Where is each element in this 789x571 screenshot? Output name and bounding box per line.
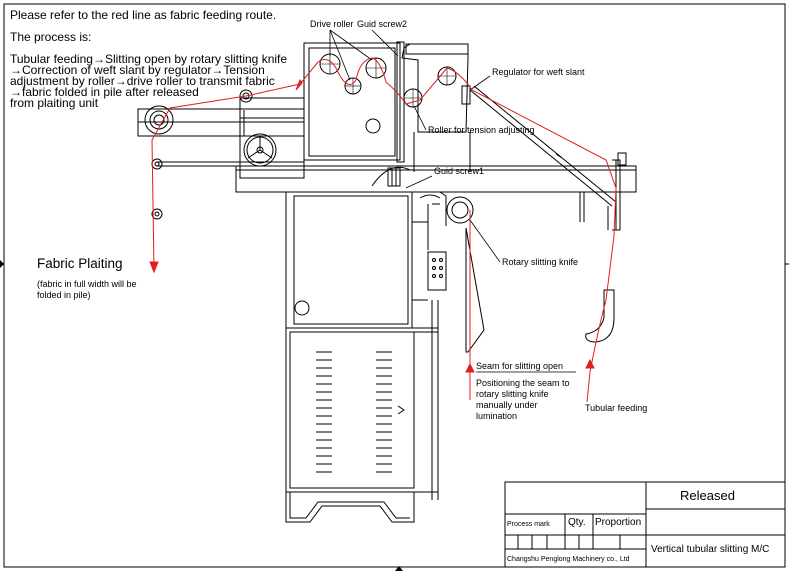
intro-line2: The process is: [10, 30, 92, 44]
title-block-drawing-title: Vertical tubular slitting M/C [651, 544, 770, 555]
label-tension-roller: Roller for tension adjusting [428, 125, 535, 135]
title-block-company: Changshu Penglong Machinery co., Ltd [507, 556, 630, 563]
intro-step-3: adjustment by roller→drive roller to tra… [10, 74, 275, 88]
intro-step-1: Tubular feeding→Slitting open by rotary … [10, 52, 288, 66]
label-guid-screw2: Guid screw2 [357, 19, 408, 29]
sheet-marker-left [0, 260, 4, 268]
lower-body [285, 191, 413, 329]
sheet-marker-bottom [395, 566, 403, 571]
frame-border [3, 3, 786, 568]
intro-step-5: from plaiting unit [10, 96, 99, 110]
guid-screw2-bar [396, 41, 405, 163]
machine-base [285, 492, 415, 523]
cabinet-vents [316, 351, 392, 473]
rotary-slitting-knife [446, 196, 474, 224]
label-regulator: Regulator for weft slant [492, 67, 585, 77]
regulator-housing [401, 43, 469, 133]
intro-line1: Please refer to the red line as fabric f… [10, 8, 277, 22]
title-block-process-mark: Process mark [507, 521, 550, 528]
regulator-arm [469, 85, 617, 207]
title-block-status: Released [680, 488, 735, 503]
tubular-guide-hook [585, 289, 615, 343]
title-block [504, 481, 786, 568]
label-seam: Seam for slitting open [476, 361, 564, 371]
lower-cabinet [285, 327, 439, 493]
guid-screw1 [387, 167, 401, 187]
label-guid-screw1: Guid screw1 [434, 166, 485, 176]
label-plaiting-note: (fabric in full width will be folded in … [37, 279, 137, 300]
main-beam [235, 165, 637, 193]
knife-blade [465, 227, 485, 353]
fabric-route [149, 57, 617, 403]
label-drive-roller: Drive roller [310, 19, 354, 29]
label-seam-note: Positioning the seam to rotary slitting … [476, 378, 570, 421]
title-block-qty: Qty. [568, 517, 586, 528]
plaiting-roller-left [144, 105, 174, 135]
label-fabric-plaiting: Fabric Plaiting [37, 256, 123, 271]
label-tubular-feeding: Tubular feeding [585, 403, 648, 413]
title-block-proportion: Proportion [595, 517, 642, 528]
upper-cabinet [303, 42, 401, 161]
leader-lines [329, 29, 576, 373]
plaiting-roller-top [239, 89, 253, 103]
control-panel [427, 251, 447, 291]
intro-step-2: →Correction of weft slant by regulator→T… [10, 63, 265, 77]
intro-step-4: →fabric folded in pile after released [10, 85, 199, 99]
label-rotary-knife: Rotary slitting knife [502, 257, 579, 267]
